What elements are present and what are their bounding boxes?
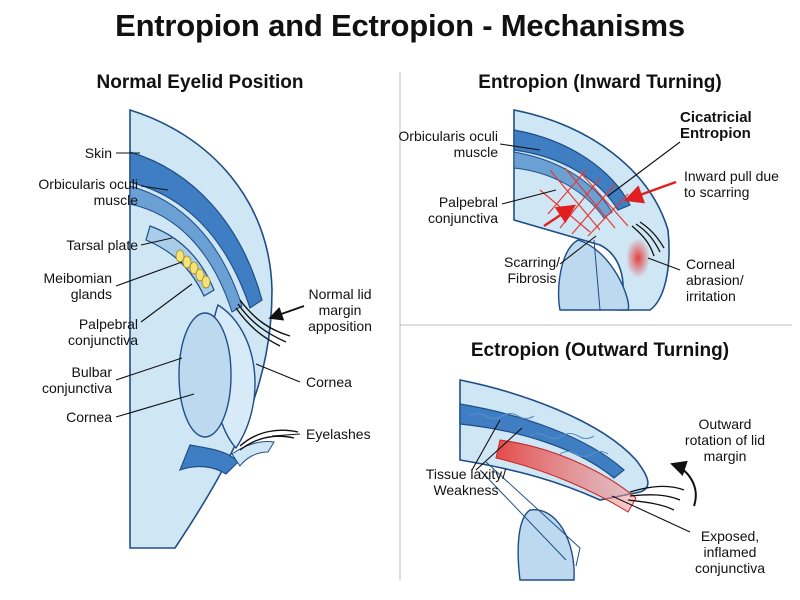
- normal-orbicularis-muscle: [129, 151, 263, 309]
- label-corneal-abrasion: Corneal abrasion/ irritation: [686, 256, 744, 304]
- inward-pull-arrow: [623, 180, 677, 204]
- entropion-panel-title: Entropion (Inward Turning): [478, 72, 722, 93]
- normal-panel-title: Normal Eyelid Position: [96, 72, 304, 93]
- label-palpebral-normal: Palpebral conjunctiva: [67, 316, 138, 348]
- normal-lens: [178, 312, 232, 438]
- ectropion-orbicularis-muscle: [459, 403, 625, 479]
- label-scarring-fibrosis: Scarring/ Fibrosis: [503, 254, 561, 286]
- label-exposed-conjunctiva: Exposed, inflamed conjunctiva: [694, 528, 766, 576]
- label-bulbar-conjunctiva: Bulbar conjunctiva: [41, 364, 112, 396]
- ectropion-illustration: [459, 379, 697, 581]
- normal-lower-lid: [178, 444, 239, 475]
- label-eyelashes: Eyelashes: [306, 426, 371, 442]
- apposition-arrow: [268, 305, 305, 321]
- label-inward-pull: Inward pull due to scarring: [684, 168, 779, 200]
- label-meibomian-glands: Meibomian glands: [43, 270, 112, 302]
- entropion-illustration: [513, 109, 677, 311]
- normal-lower-eyelashes: [239, 429, 299, 451]
- ectropion-eyelashes: [627, 485, 685, 511]
- normal-meibomian-glands: [175, 249, 211, 289]
- normal-eyelid-illustration: [129, 108, 299, 549]
- corneal-abrasion-highlight: [626, 238, 650, 278]
- outward-rotation-arrow: [670, 460, 697, 507]
- ectropion-lax-tissue: [469, 412, 609, 458]
- scarring-arrow: [543, 204, 576, 227]
- label-cornea-left: Cornea: [66, 409, 112, 425]
- label-orbicularis-normal: Orbicularis oculi muscle: [38, 176, 138, 208]
- label-normal-apposition: Normal lid margin apposition: [308, 286, 372, 334]
- label-tissue-laxity: Tissue laxity/ Weakness: [425, 466, 507, 498]
- label-skin: Skin: [84, 145, 112, 161]
- label-palpebral-entropion: Palpebral conjunctiva: [427, 194, 498, 226]
- entropion-globe: [557, 239, 630, 311]
- label-cicatricial-entropion: Cicatricial Entropion: [680, 109, 752, 142]
- ectropion-leader-lines: [471, 419, 691, 533]
- normal-upper-eyelashes: [235, 299, 291, 347]
- label-tarsal-plate: Tarsal plate: [66, 237, 138, 253]
- label-cornea-right: Cornea: [306, 374, 352, 390]
- label-outward-rotation: Outward rotation of lid margin: [684, 416, 766, 464]
- ectropion-panel-title: Ectropion (Outward Turning): [470, 340, 730, 361]
- entropion-orbicularis-muscle: [513, 129, 631, 211]
- ectropion-globe: [517, 509, 575, 581]
- entropion-leader-lines: [499, 141, 681, 271]
- entropion-eyelashes: [631, 221, 665, 257]
- page-title: Entropion and Ectropion - Mechanisms: [115, 8, 685, 43]
- normal-leader-lines: [115, 152, 301, 437]
- label-orbicularis-entropion: Orbicularis oculi muscle: [398, 128, 498, 160]
